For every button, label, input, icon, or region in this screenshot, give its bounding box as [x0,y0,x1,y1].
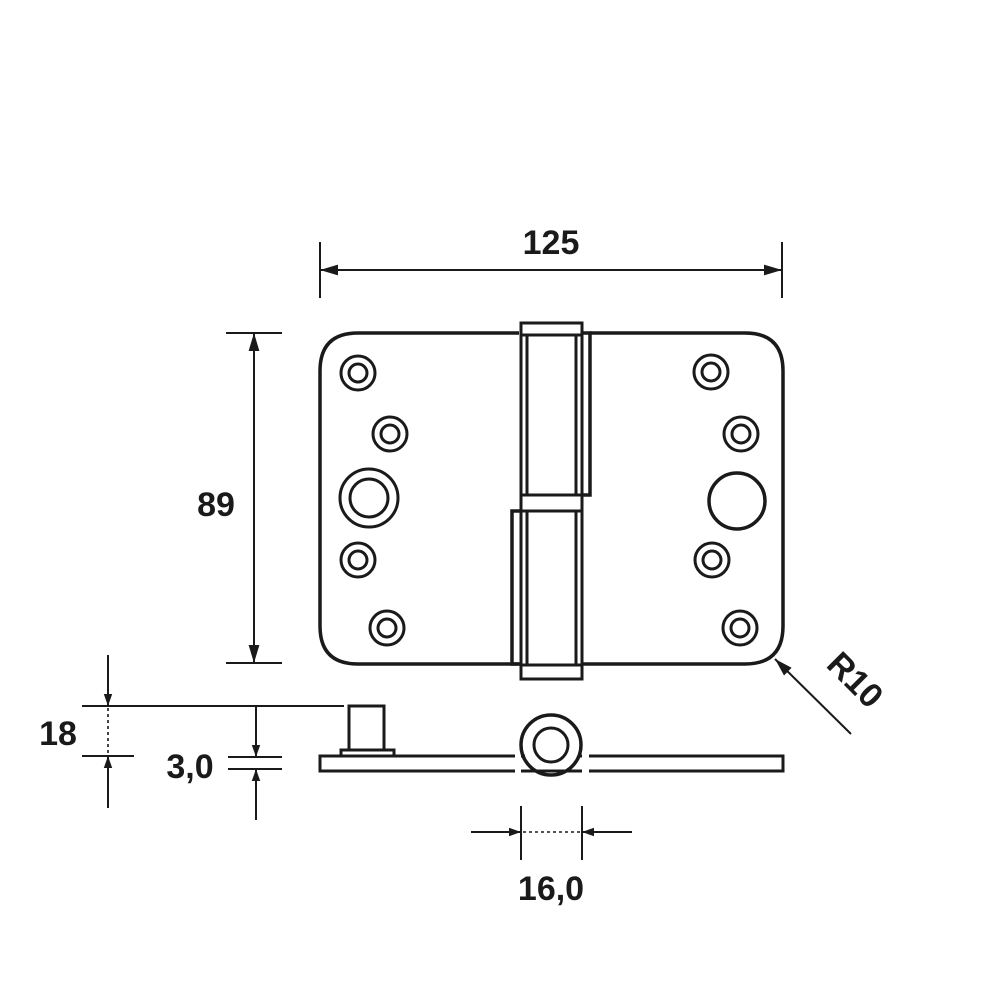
screw-hole [693,541,731,579]
screw-hole [721,609,759,647]
thickness-dimension: 3,0 [166,706,282,820]
left-leaf-pin-hole [338,467,400,529]
side-view [318,704,785,777]
knuckle-height-label: 18 [39,715,77,753]
screw-hole [368,609,406,647]
screw-hole [692,353,730,391]
width-dimension-label: 125 [523,224,580,262]
thickness-label: 3,0 [166,748,213,786]
width-dimension: 125 [319,224,783,298]
height-dimension-label: 89 [197,486,235,524]
radius-dimension: R10 [774,645,890,735]
knuckle-height-dimension: 18 [39,655,344,808]
knuckle-diameter-label: 16,0 [518,870,584,908]
height-dimension: 89 [197,332,282,664]
screw-hole [339,354,377,392]
right-leaf-pin-hole [707,471,767,531]
left-leaf [318,331,519,666]
screw-hole [339,541,377,579]
side-view-pin [339,704,396,758]
right-leaf [582,331,785,666]
left-leaf-screw-holes [339,354,409,647]
right-leaf-screw-holes [692,353,760,647]
screw-hole [722,415,760,453]
knuckle-diameter-dimension: 16,0 [471,806,632,908]
side-view-knuckle [515,713,589,777]
screw-hole [371,415,409,453]
radius-dimension-label: R10 [819,645,890,716]
hinge-knuckle [510,321,592,681]
